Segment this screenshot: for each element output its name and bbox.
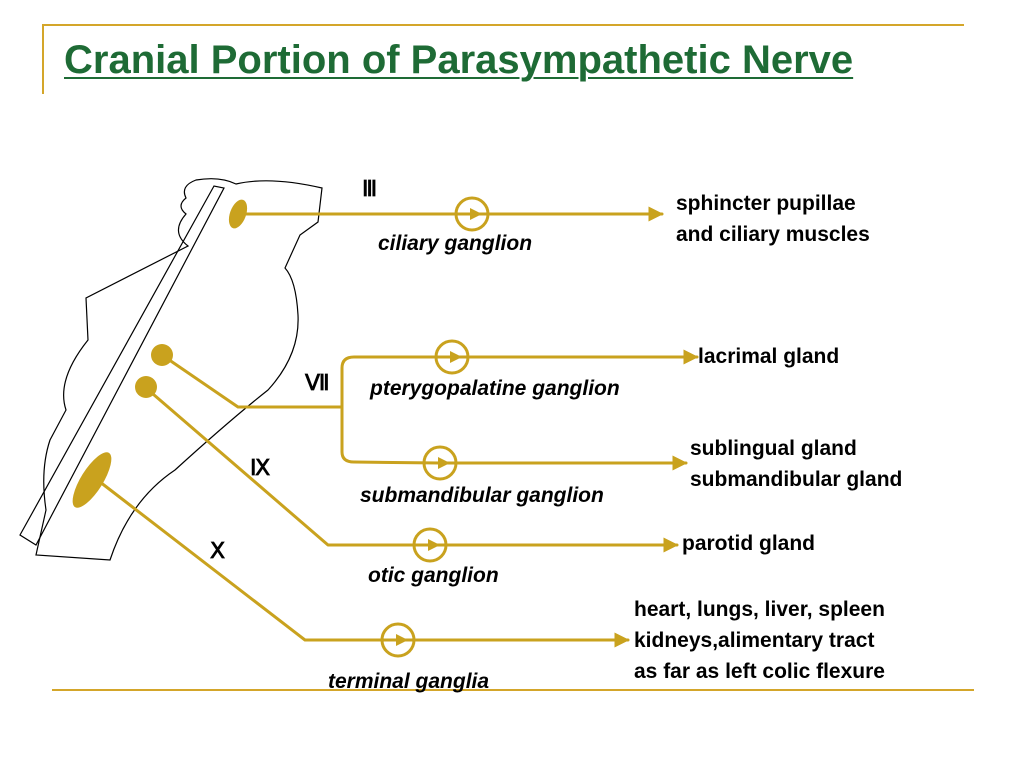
otic-ganglion-icon <box>412 527 448 563</box>
synapse-arrow-submandibular <box>438 457 450 469</box>
ciliary-ganglion-icon <box>454 196 490 232</box>
ganglia <box>380 196 490 658</box>
slide-frame-left-line <box>42 24 44 94</box>
nerve-VII-branch-lower <box>340 405 442 465</box>
slide-frame-bottom-line <box>52 689 974 691</box>
synapse-arrows <box>396 208 482 646</box>
nerve-label-VII: Ⅶ <box>305 370 330 395</box>
ganglion-label-pterygopalatine: pterygopalatine ganglion <box>370 377 620 400</box>
target-label-vagus-1: heart, lungs, liver, spleen <box>634 598 885 621</box>
target-label-ciliary-1: sphincter pupillae <box>676 192 856 215</box>
target-label-vagus-2: kidneys,alimentary tract <box>634 629 875 652</box>
synapse-arrow-otic <box>428 539 440 551</box>
brainstem-outline <box>19 178 323 561</box>
target-label-sublingual: sublingual gland <box>690 437 857 460</box>
slide-title: Cranial Portion of Parasympathetic Nerve <box>64 38 854 82</box>
brainstem-nuclei <box>72 199 248 508</box>
nerve-IX-preganglionic <box>144 386 432 547</box>
submandibular-ganglion-icon <box>422 445 458 481</box>
nerve-label-IX: Ⅸ <box>250 455 271 480</box>
target-label-submandibular-gland: submandibular gland <box>690 468 903 491</box>
nerve-VII-trunk <box>160 353 344 409</box>
target-label-parotid: parotid gland <box>682 532 815 555</box>
ganglion-label-terminal: terminal ganglia <box>328 670 490 693</box>
nerve-label-III: Ⅲ <box>362 176 378 201</box>
nerve-pathways <box>98 206 699 648</box>
slide-frame-top-line <box>42 24 964 26</box>
nucleus-III <box>228 199 248 229</box>
target-label-vagus-3: as far as left colic flexure <box>634 660 885 683</box>
synapse-arrow-ciliary <box>470 208 482 220</box>
ganglion-label-ciliary: ciliary ganglion <box>378 232 533 255</box>
synapse-arrow-pterygopalatine <box>450 351 462 363</box>
nerve-label-X: Ⅹ <box>210 538 226 563</box>
ganglion-label-otic: otic ganglion <box>368 564 499 587</box>
target-label-lacrimal: lacrimal gland <box>698 345 840 368</box>
nerve-X-preganglionic <box>98 480 400 642</box>
brainstem-front-edge <box>19 185 225 546</box>
target-label-ciliary-2: and ciliary muscles <box>676 223 870 246</box>
synapse-arrow-terminal <box>396 634 408 646</box>
pterygopalatine-ganglion-icon <box>434 339 470 375</box>
nerve-VII-branch-upper <box>340 355 454 409</box>
nucleus-IX <box>135 376 157 398</box>
terminal-ganglia-icon <box>380 622 416 658</box>
nucleus-X <box>72 452 112 508</box>
ganglion-label-submandibular: submandibular ganglion <box>360 484 604 507</box>
nucleus-VII <box>151 344 173 366</box>
brainstem-back-outline <box>35 178 323 561</box>
